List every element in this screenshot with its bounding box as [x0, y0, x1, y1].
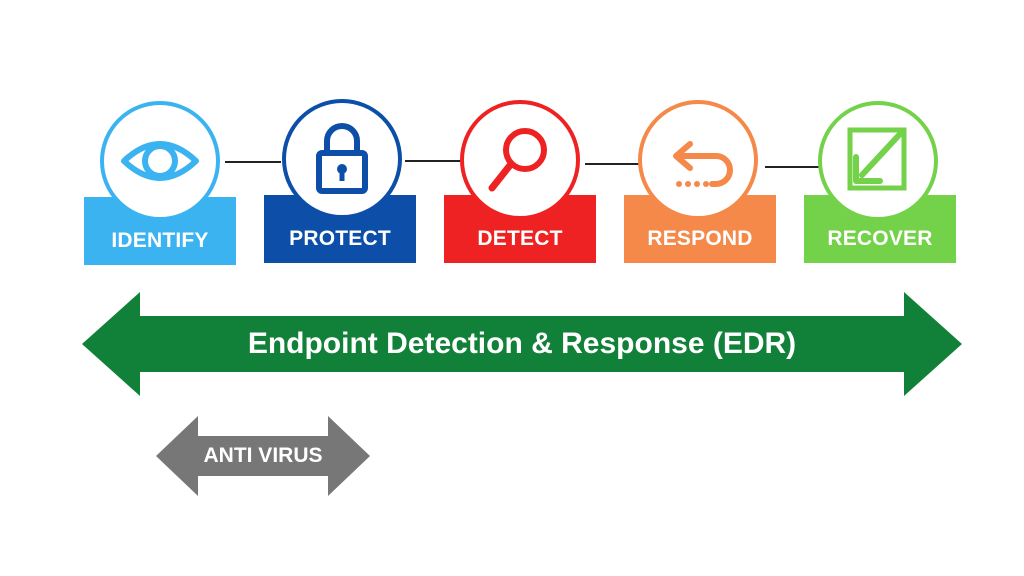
connector-line [405, 160, 461, 162]
stage-circle [282, 99, 402, 219]
connector-line [585, 163, 641, 165]
magnifier-icon [488, 128, 547, 192]
stage-circle [460, 100, 580, 220]
stage-label: RESPOND [647, 227, 753, 250]
stage-circle [638, 100, 758, 220]
padlock-icon [316, 123, 368, 194]
return-arrow-icon [673, 141, 733, 187]
stage-circle [818, 101, 938, 221]
edr-label: Endpoint Detection & Response (EDR) [247, 327, 797, 360]
stage-label-box: DETECT [444, 195, 596, 263]
connector-line [225, 161, 281, 163]
antivirus-arrow-shape [156, 416, 370, 496]
stage-label: PROTECT [289, 227, 391, 250]
stage-circle [100, 101, 220, 221]
eye-icon [121, 141, 199, 181]
stage-label: IDENTIFY [111, 229, 209, 252]
edr-arrow-shape [82, 292, 962, 396]
connector-line [765, 166, 821, 168]
antivirus-label: ANTI VIRUS [203, 444, 323, 467]
stage-label: DETECT [477, 227, 563, 250]
stage-label: RECOVER [827, 227, 933, 250]
inward-arrow-icon [847, 127, 907, 191]
